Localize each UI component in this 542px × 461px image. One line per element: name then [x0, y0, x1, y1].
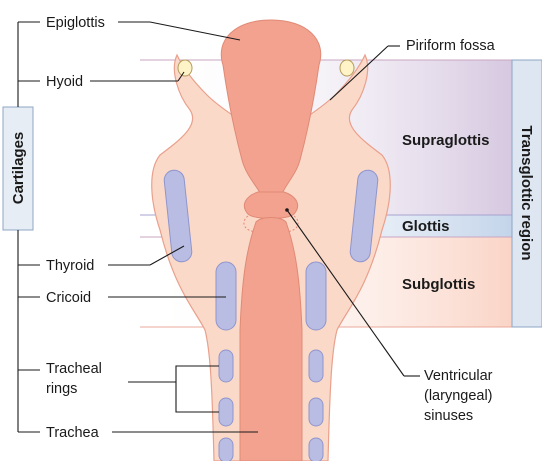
- subglottis-label: Subglottis: [402, 276, 475, 293]
- tracheal-rings-label-line2: rings: [46, 381, 77, 397]
- tracheal-rings-label-line1: Tracheal: [46, 361, 102, 377]
- trachea-label: Trachea: [46, 425, 100, 441]
- epiglottis-pointer: [150, 22, 240, 40]
- cricoid-cartilage-left: [216, 262, 236, 330]
- glottis-label: Glottis: [402, 218, 450, 235]
- piriform-fossa-label: Piriform fossa: [406, 38, 496, 54]
- tracheal-ring: [219, 350, 233, 382]
- cricoid-label: Cricoid: [46, 290, 91, 306]
- ventricular-label-line3: sinuses: [424, 408, 473, 424]
- hyoid-label: Hyoid: [46, 74, 83, 90]
- thyroid-label: Thyroid: [46, 258, 94, 274]
- transglottic-region-label: Transglottic region: [518, 125, 535, 260]
- tracheal-ring: [309, 438, 323, 461]
- hyoid-right: [340, 60, 354, 76]
- cartilages-label: Cartilages: [10, 132, 27, 205]
- tracheal-ring: [309, 398, 323, 426]
- ventricular-label-line1: Ventricular: [424, 368, 493, 384]
- tracheal-ring: [219, 438, 233, 461]
- tracheal-ring: [219, 398, 233, 426]
- cricoid-cartilage-right: [306, 262, 326, 330]
- hyoid-left: [178, 60, 192, 76]
- ventricular-label-line2: (laryngeal): [424, 388, 493, 404]
- tracheal-ring: [309, 350, 323, 382]
- ventricular-pointer-dot: [285, 208, 289, 212]
- epiglottis-label: Epiglottis: [46, 15, 105, 31]
- supraglottis-label: Supraglottis: [402, 132, 490, 149]
- trachea-lumen: [240, 218, 302, 461]
